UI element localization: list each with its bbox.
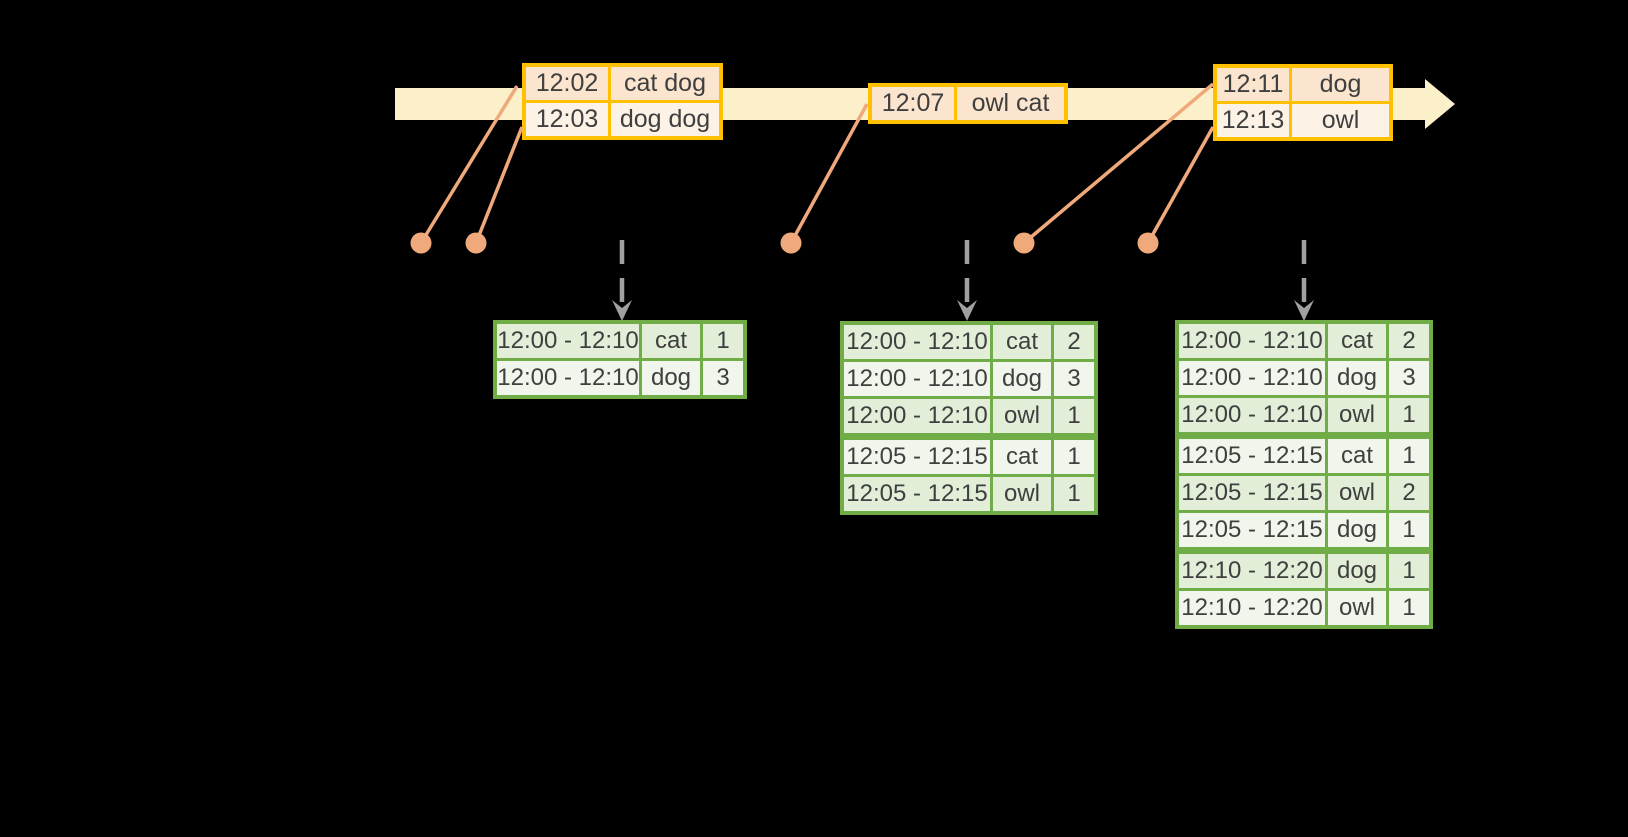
words-cell: owl cat	[957, 87, 1064, 120]
window-cell: 12:00 - 12:10	[1179, 324, 1325, 358]
word-cell: dog	[993, 362, 1051, 396]
window-cell: 12:00 - 12:10	[497, 324, 639, 358]
window-cell: 12:10 - 12:20	[1179, 591, 1325, 625]
count-cell: 3	[703, 361, 743, 395]
word-cell: dog	[1328, 513, 1386, 547]
word-cell: dog	[1328, 554, 1386, 588]
window-cell: 12:05 - 12:15	[1179, 513, 1325, 547]
window-cell: 12:00 - 12:10	[844, 399, 990, 433]
arrowhead-icon	[1294, 300, 1314, 321]
count-cell: 1	[1389, 591, 1429, 625]
count-cell: 1	[1389, 439, 1429, 473]
word-cell: owl	[1328, 476, 1386, 510]
count-cell: 1	[1054, 440, 1094, 474]
words-cell: owl	[1292, 104, 1389, 137]
window-cell: 12:05 - 12:15	[844, 477, 990, 511]
time-cell: 12:13	[1217, 104, 1289, 137]
window-cell: 12:00 - 12:10	[1179, 398, 1325, 432]
timeline-dot	[410, 232, 432, 254]
trigger-arrow	[957, 240, 977, 321]
word-cell: owl	[993, 477, 1051, 511]
word-cell: cat	[642, 324, 700, 358]
count-cell: 2	[1054, 325, 1094, 359]
word-cell: dog	[1328, 361, 1386, 395]
arrowhead-icon	[957, 300, 977, 321]
timeline-dot	[465, 232, 487, 254]
event-connector-line	[474, 126, 524, 244]
time-cell: 12:11	[1217, 68, 1289, 101]
event-connector-line	[1146, 126, 1215, 244]
trigger-arrow	[612, 240, 632, 321]
count-cell: 1	[1389, 513, 1429, 547]
word-cell: cat	[1328, 439, 1386, 473]
count-cell: 1	[1389, 398, 1429, 432]
word-cell: dog	[642, 361, 700, 395]
timeline-dot	[1137, 232, 1159, 254]
window-cell: 12:05 - 12:15	[1179, 439, 1325, 473]
words-cell: dog	[1292, 68, 1389, 101]
window-cell: 12:00 - 12:10	[844, 325, 990, 359]
timeline-dot	[1013, 232, 1035, 254]
count-cell: 2	[1389, 476, 1429, 510]
timeline-dots	[410, 232, 1159, 254]
timeline-dot	[780, 232, 802, 254]
time-cell: 12:02	[526, 67, 608, 100]
count-cell: 2	[1389, 324, 1429, 358]
event-connector-line	[789, 103, 869, 244]
count-cell: 3	[1389, 361, 1429, 395]
count-cell: 1	[1054, 399, 1094, 433]
time-cell: 12:07	[872, 87, 954, 120]
words-cell: cat dog	[611, 67, 719, 100]
window-cell: 12:00 - 12:10	[844, 362, 990, 396]
window-cell: 12:00 - 12:10	[497, 361, 639, 395]
trigger-arrow	[1294, 240, 1314, 321]
word-cell: cat	[993, 325, 1051, 359]
window-cell: 12:05 - 12:15	[1179, 476, 1325, 510]
arrowhead-icon	[612, 300, 632, 321]
window-cell: 12:10 - 12:20	[1179, 554, 1325, 588]
count-cell: 1	[703, 324, 743, 358]
words-cell: dog dog	[611, 103, 719, 136]
trigger-arrows	[612, 240, 1314, 321]
word-cell: owl	[1328, 591, 1386, 625]
word-cell: cat	[1328, 324, 1386, 358]
window-cell: 12:00 - 12:10	[1179, 361, 1325, 395]
count-cell: 1	[1054, 477, 1094, 511]
count-cell: 3	[1054, 362, 1094, 396]
word-cell: cat	[993, 440, 1051, 474]
word-cell: owl	[993, 399, 1051, 433]
word-cell: owl	[1328, 398, 1386, 432]
count-cell: 1	[1389, 554, 1429, 588]
window-cell: 12:05 - 12:15	[844, 440, 990, 474]
timeline-arrow-head-icon	[1425, 79, 1455, 129]
time-cell: 12:03	[526, 103, 608, 136]
